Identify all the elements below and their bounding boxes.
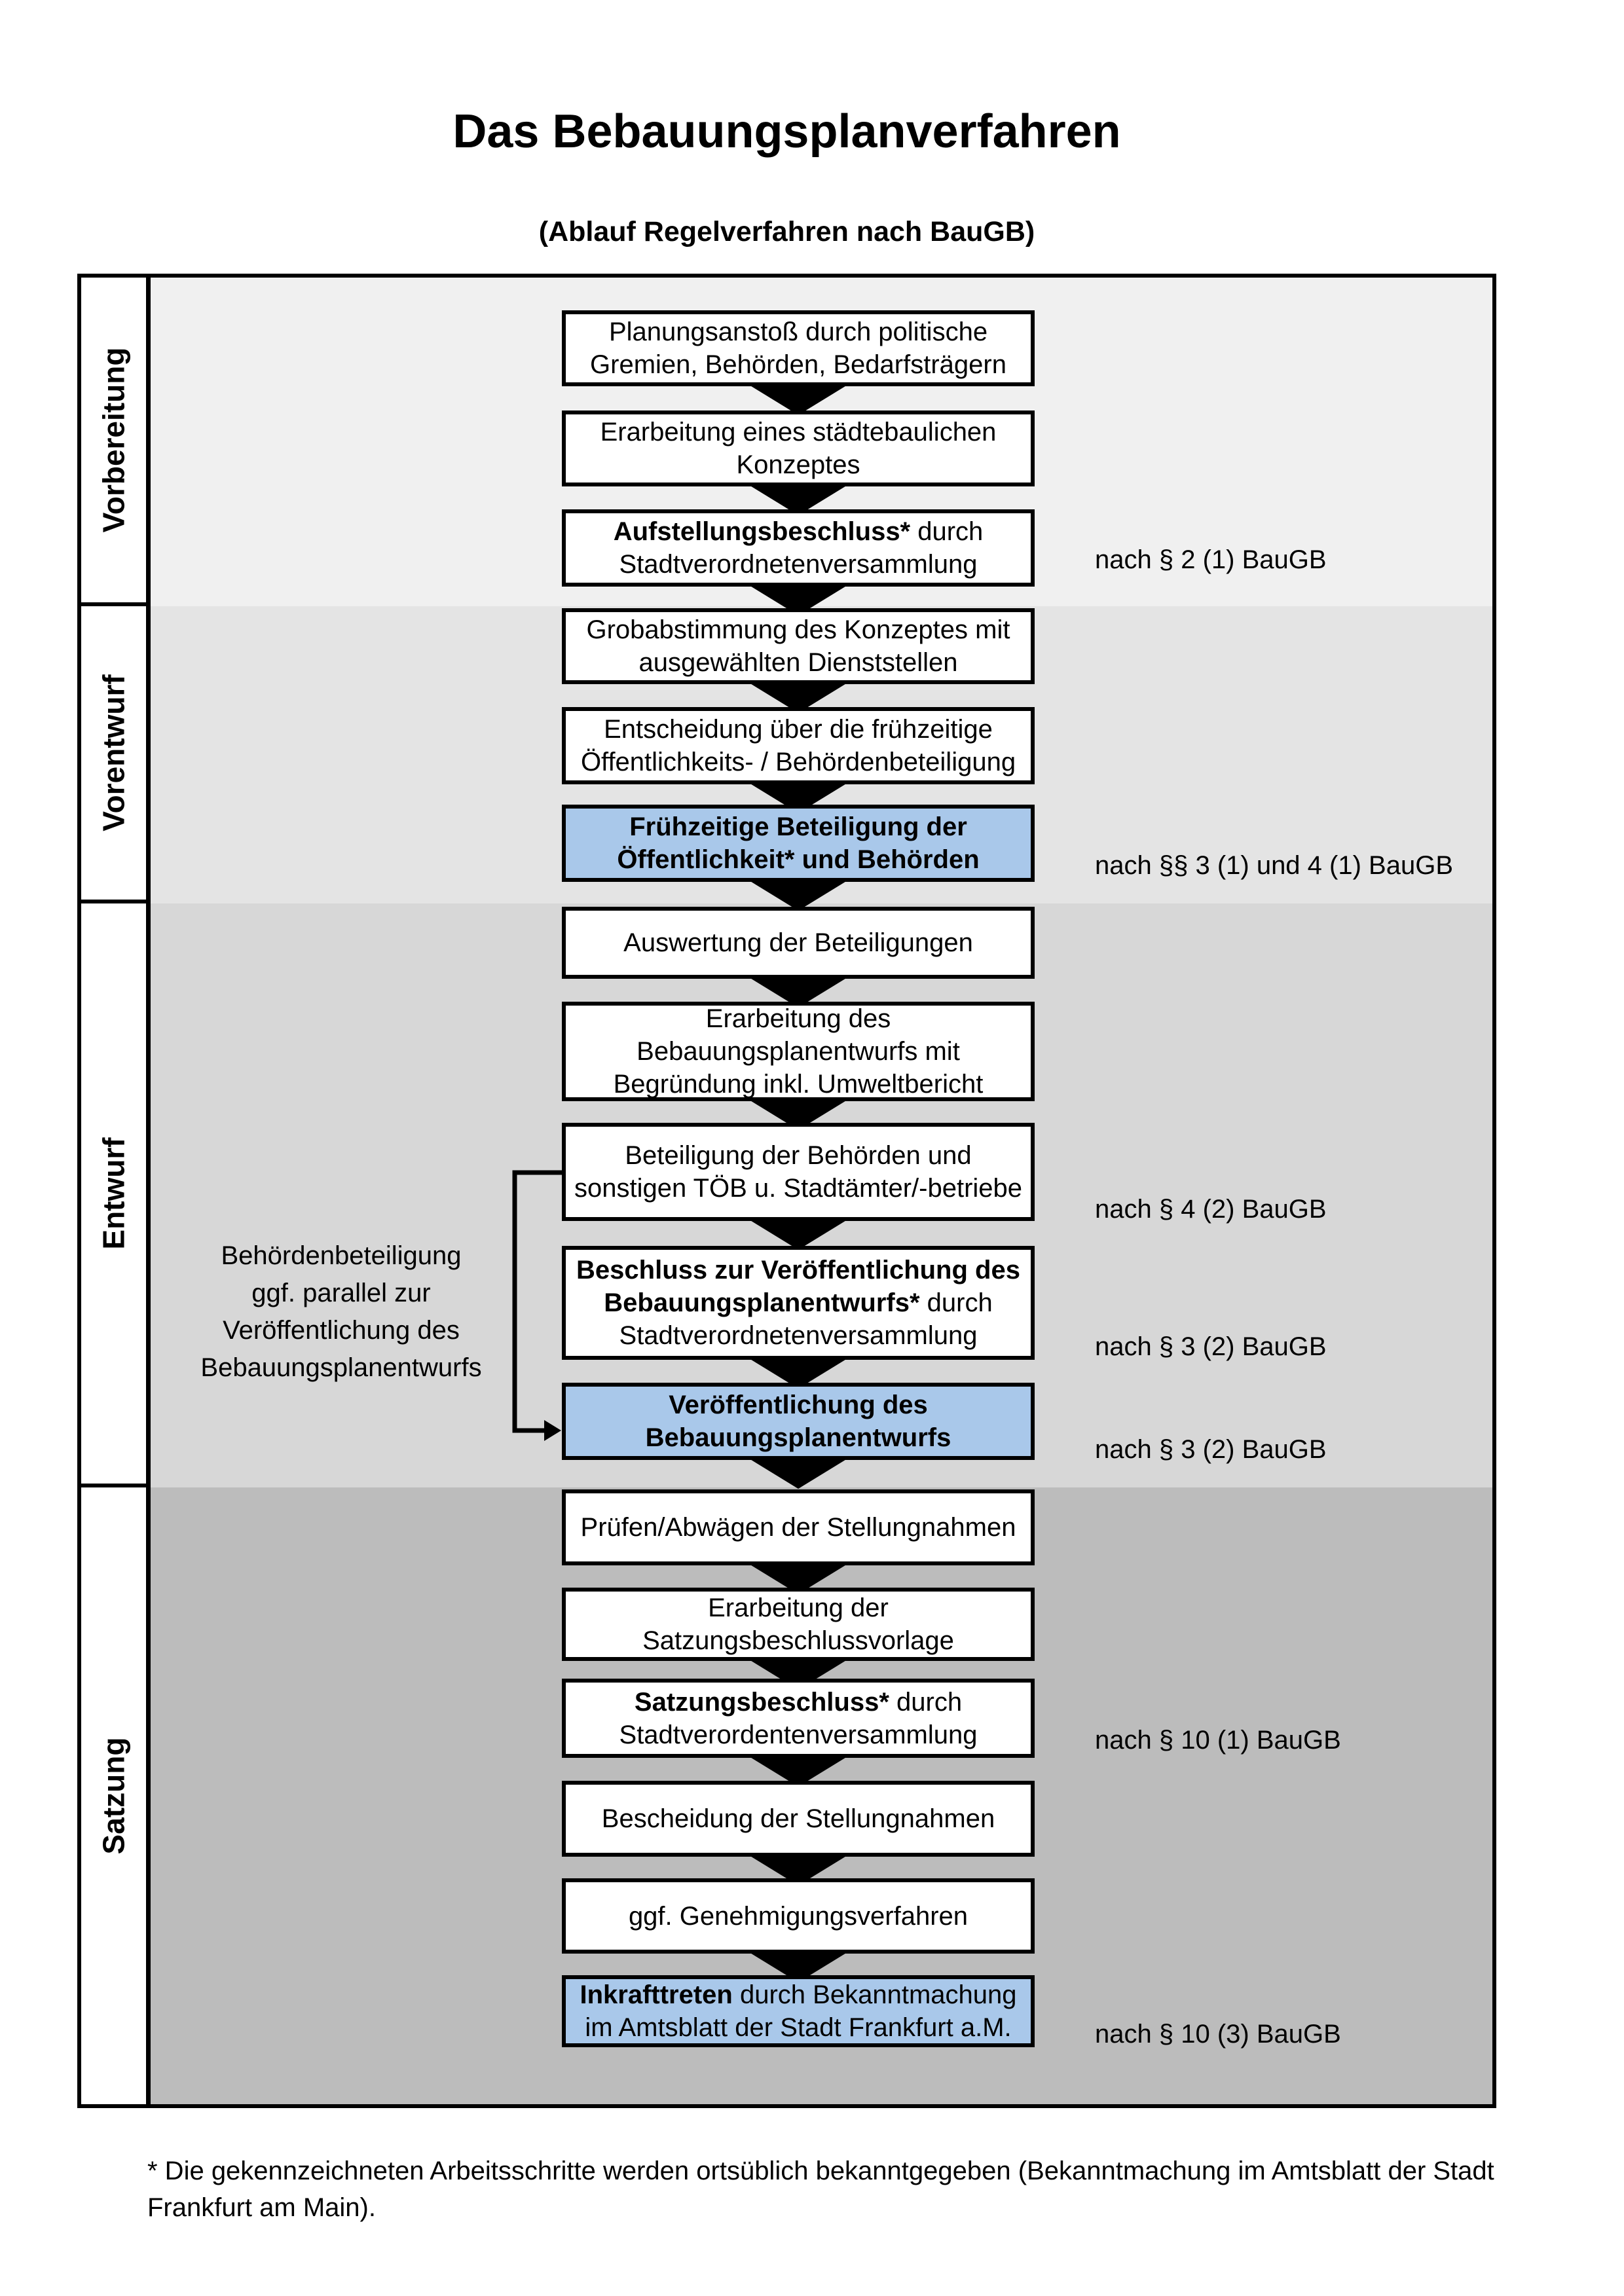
step-text: Auswertung der Beteiligungen [623,928,973,957]
step-bescheidung-stellungnahmen: Bescheidung der Stellungnahmen [562,1781,1035,1857]
legal-ref-beschluss-veroeffentlichung: nach § 3 (2) BauGB [1095,1332,1327,1361]
step-satzungsbeschluss: Satzungsbeschluss* durch Stadtverordente… [562,1679,1035,1758]
step-text: Erarbeitung des Bebauungsplanentwurfs mi… [613,1004,984,1099]
step-beschluss-veroeffentlichung: Beschluss zur Veröffentlichung des Bebau… [562,1246,1035,1360]
down-arrow-icon [749,385,847,415]
step-text: Beteiligung der Behörden und sonstigen T… [574,1141,1023,1203]
footnote: * Die gekennzeichneten Arbeitsschritte w… [147,2157,1494,2222]
phase-label-text: Entwurf [96,1137,131,1250]
step-text-bold: Frühzeitige Beteiligung der Öffentlichke… [617,812,980,874]
step-text: ggf. Genehmigungsverfahren [628,1901,969,1931]
down-arrow-icon [749,1220,847,1250]
step-text: durch Stadtverordnetenversammlung [619,517,984,579]
step-text: Erarbeitung der Satzungsbeschlussvorlage [642,1594,954,1655]
step-planungsanstoss: Planungsanstoß durch politische Gremien,… [562,310,1035,386]
phase-label-vorbereitung: Vorbereitung [81,278,151,606]
step-text: Entscheidung über die frühzeitige Öffent… [580,715,1016,776]
step-erarbeitung-bebauungsplanentwurf: Erarbeitung des Bebauungsplanentwurfs mi… [562,1002,1035,1101]
phase-label-satzung: Satzung [81,1487,151,2104]
step-erarbeitung-satzungsbeschlussvorlage: Erarbeitung der Satzungsbeschlussvorlage [562,1588,1035,1661]
parallel-bracket-arrow [512,1170,562,1441]
phase-label-vorentwurf: Vorentwurf [81,606,151,903]
step-text-bold: Veröffentlichung des Bebauungsplanentwur… [645,1391,951,1452]
step-veroeffentlichung-entwurf: Veröffentlichung des Bebauungsplanentwur… [562,1383,1035,1460]
side-note: Behördenbeteiligung ggf. parallel zur Ve… [200,1241,482,1382]
step-genehmigungsverfahren: ggf. Genehmigungsverfahren [562,1878,1035,1954]
down-arrow-icon [749,881,847,911]
step-fruehzeitige-beteiligung: Frühzeitige Beteiligung der Öffentlichke… [562,805,1035,882]
step-text: Planungsanstoß durch politische Gremien,… [590,318,1006,379]
step-text-bold: Satzungsbeschluss* [634,1687,889,1717]
legal-ref-fruehzeitige-beteiligung: nach §§ 3 (1) und 4 (1) BauGB [1095,851,1453,880]
legal-ref-inkrafttreten: nach § 10 (3) BauGB [1095,2020,1341,2049]
legal-ref-behoerdenbeteiligung: nach § 4 (2) BauGB [1095,1195,1327,1224]
phase-label-text: Vorentwurf [96,674,131,831]
page-title: Das Bebauungsplanverfahren [452,105,1121,158]
phase-label-text: Satzung [96,1737,131,1855]
step-text: durch Stadtverordentenversammlung [619,1687,978,1749]
step-text: Erarbeitung eines städtebaulichen Konzep… [600,418,997,479]
page-subtitle: (Ablauf Regelverfahren nach BauGB) [538,216,1035,247]
step-text: Bescheidung der Stellungnahmen [601,1804,995,1833]
step-text: Grobabstimmung des Konzeptes mit ausgewä… [586,615,1010,677]
legal-ref-aufstellungsbeschluss: nach § 2 (1) BauGB [1095,545,1327,574]
step-staedtebauliches-konzept: Erarbeitung eines städtebaulichen Konzep… [562,410,1035,486]
step-pruefen-abwaegen: Prüfen/Abwägen der Stellungnahmen [562,1489,1035,1565]
legal-ref-satzungsbeschluss: nach § 10 (1) BauGB [1095,1726,1341,1755]
phase-label-entwurf: Entwurf [81,903,151,1487]
step-text: durch Bekanntmachung im Amtsblatt der St… [585,1980,1017,2042]
step-entscheidung-fruehzeitige-beteiligung: Entscheidung über die frühzeitige Öffent… [562,707,1035,784]
step-beteiligung-behoerden-toeb: Beteiligung der Behörden und sonstigen T… [562,1123,1035,1221]
step-aufstellungsbeschluss: Aufstellungsbeschluss* durch Stadtverord… [562,509,1035,587]
step-text: durch Stadtverordnetenversammlung [619,1288,993,1350]
step-auswertung-beteiligungen: Auswertung der Beteiligungen [562,907,1035,979]
step-grobabstimmung: Grobabstimmung des Konzeptes mit ausgewä… [562,608,1035,684]
step-text-bold: Inkrafttreten [580,1980,733,2009]
step-text-bold: Aufstellungsbeschluss* [613,517,911,546]
legal-ref-veroeffentlichung: nach § 3 (2) BauGB [1095,1435,1327,1464]
step-text: Prüfen/Abwägen der Stellungnahmen [580,1513,1016,1542]
down-arrow-icon [749,1459,847,1489]
step-inkrafttreten: Inkrafttreten durch Bekanntmachung im Am… [562,1975,1035,2047]
step-text-bold: Beschluss zur Veröffentlichung des Bebau… [576,1256,1020,1317]
phase-label-text: Vorbereitung [96,347,131,533]
